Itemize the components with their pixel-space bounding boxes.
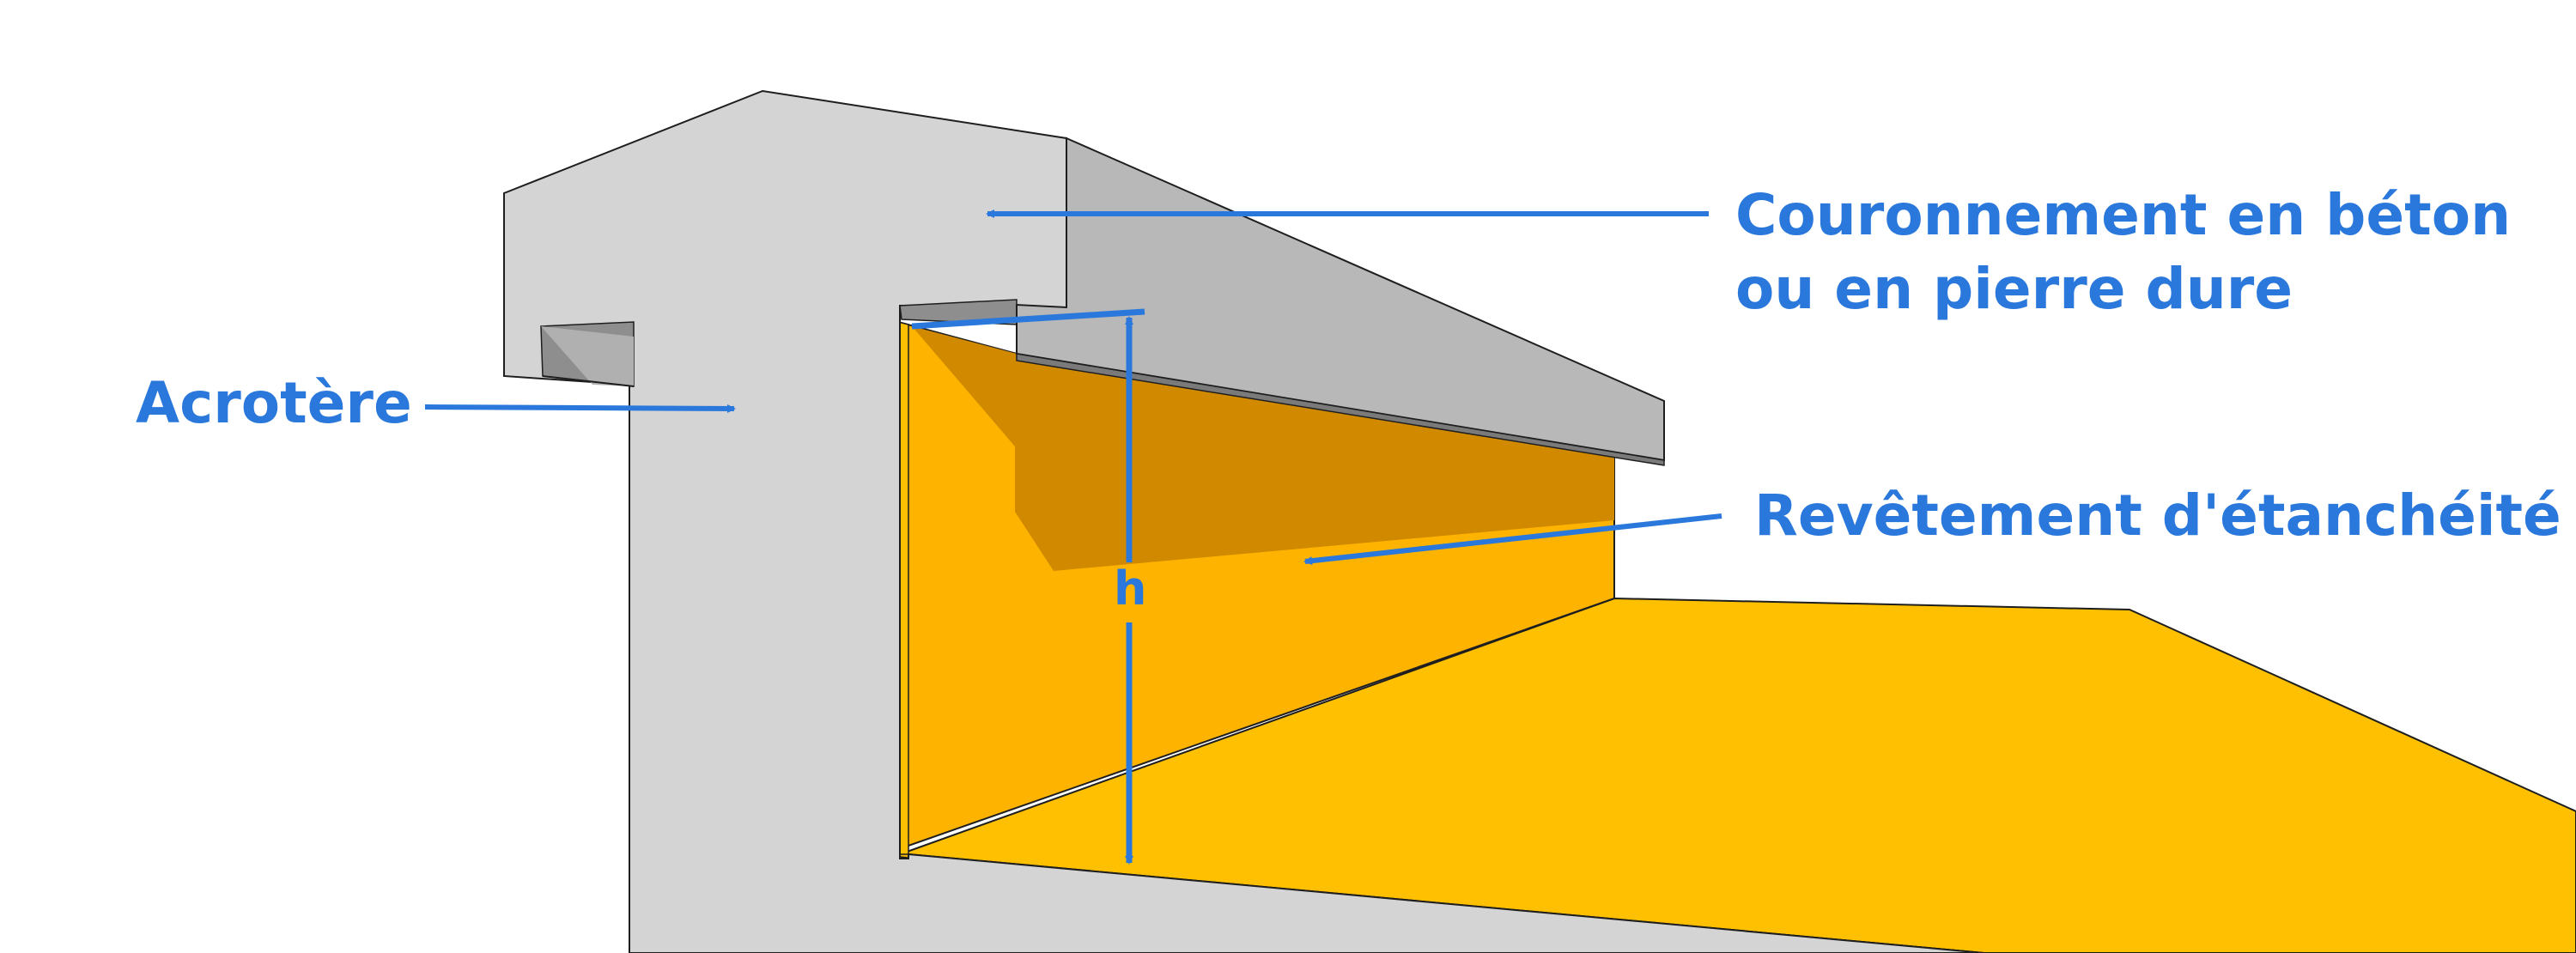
coping-shadow: [912, 326, 1614, 571]
revetement-label: Revêtement d'étanchéité: [1754, 483, 2561, 549]
drip-groove-outer-highlight: [541, 326, 634, 386]
couronnement-label: Couronnement en béton ou en pierre dure: [1735, 179, 2511, 326]
height-reference-line: [911, 308, 1145, 330]
drip-groove-outer-edge: [542, 375, 635, 387]
coping-underside: [1016, 353, 1665, 466]
revetement-arrow: [1303, 513, 1722, 566]
acrotere-label: Acrotère: [136, 370, 412, 436]
height-label: h: [1114, 561, 1147, 616]
couronnement-label-line1: Couronnement en béton: [1735, 182, 2512, 248]
couronnement-label-line2: ou en pierre dure: [1735, 256, 2293, 322]
acrotere-arrow: [424, 404, 736, 413]
